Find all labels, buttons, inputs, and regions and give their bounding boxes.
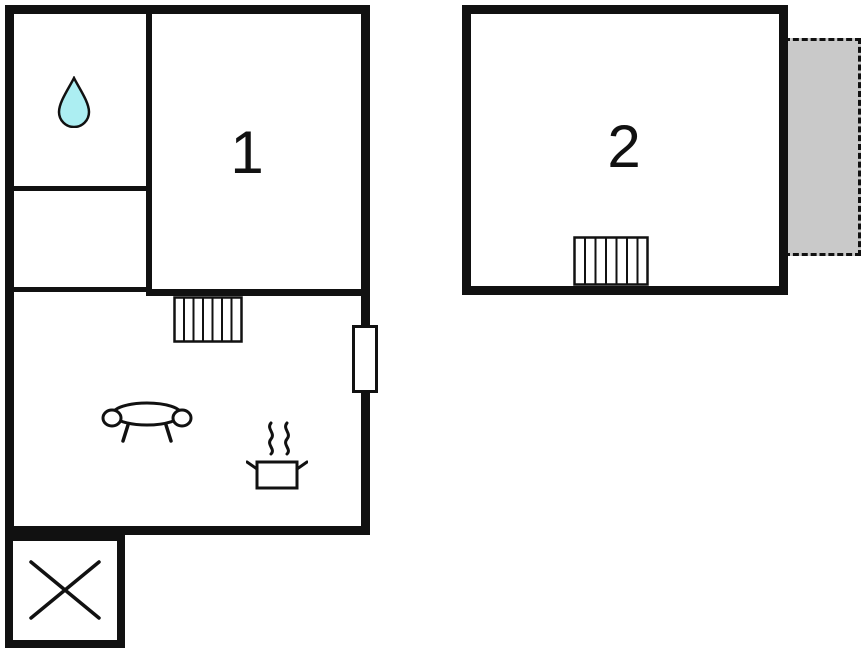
cross-icon <box>27 556 103 629</box>
radiator-icon <box>573 236 649 291</box>
interior-wall-bathroom <box>5 186 152 191</box>
water-drop-icon <box>56 75 92 133</box>
interior-wall-storage <box>5 287 152 292</box>
interior-wall-vertical <box>146 5 152 296</box>
radiator-icon <box>173 296 243 348</box>
room-2-label: 2 <box>607 113 641 180</box>
interior-wall-room1 <box>146 289 370 296</box>
room-1-label: 1 <box>230 119 264 186</box>
unit-2-outline <box>462 5 788 295</box>
cooking-pot-icon <box>245 420 309 497</box>
door-opening <box>352 325 378 393</box>
sofa-icon <box>101 396 193 453</box>
terrace-area <box>784 38 861 256</box>
